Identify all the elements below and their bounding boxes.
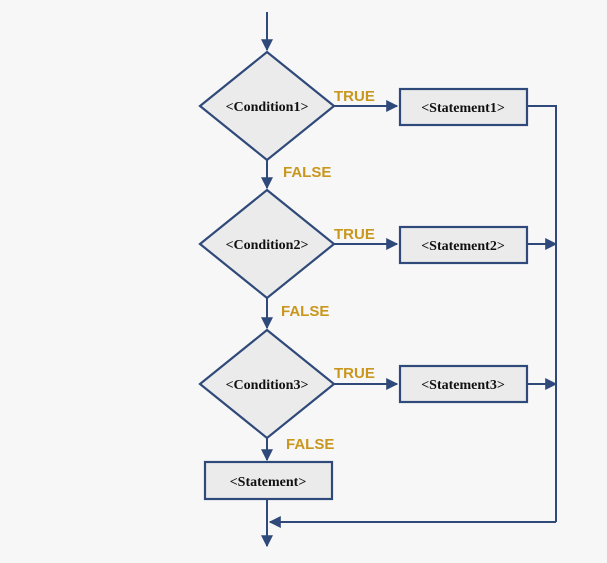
- statement1-box: [398, 87, 529, 127]
- statement1-text: <Statement1>: [421, 101, 505, 116]
- statement2-text: <Statement2>: [421, 239, 505, 254]
- statement2-box: [398, 225, 529, 265]
- condition3-text: <Condition3>: [226, 378, 309, 393]
- statement-else-box: [203, 460, 334, 501]
- statement-else-text: <Statement>: [230, 475, 307, 490]
- false1-label: FALSE: [283, 164, 331, 181]
- merge-line: [527, 105, 557, 522]
- true3-label: TRUE: [334, 365, 375, 382]
- condition1-text: <Condition1>: [226, 100, 309, 115]
- true2-label: TRUE: [334, 226, 375, 243]
- statement3-text: <Statement3>: [421, 378, 505, 393]
- false2-label: FALSE: [281, 303, 329, 320]
- condition2-text: <Condition2>: [226, 238, 309, 253]
- false3-label: FALSE: [286, 436, 334, 453]
- true1-label: TRUE: [334, 88, 375, 105]
